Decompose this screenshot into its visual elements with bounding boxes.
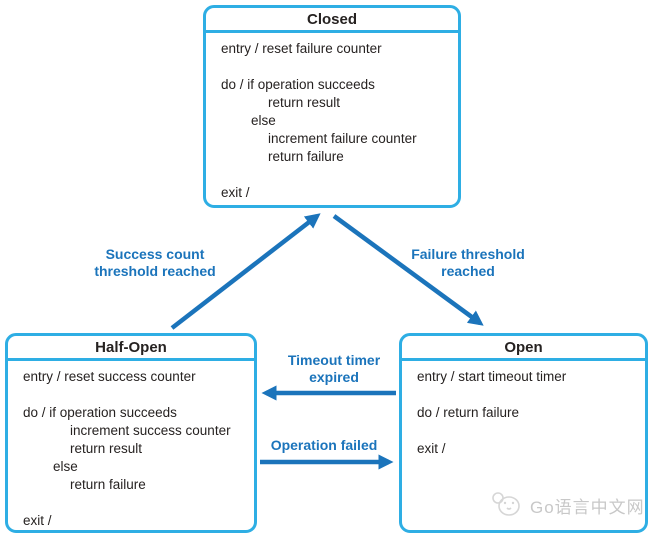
label-line: Failure threshold xyxy=(411,246,525,262)
label-line: Success count xyxy=(105,246,205,262)
do-action-line: return result xyxy=(70,441,143,456)
state-half-open-title: Half-Open xyxy=(8,336,254,361)
label-line: threshold reached xyxy=(94,263,216,279)
do-action-line: else xyxy=(251,113,276,128)
do-action-line: else xyxy=(53,459,78,474)
exit-action-line: exit / xyxy=(23,513,52,528)
exit-action-line: exit / xyxy=(221,185,250,200)
gopher-logo-icon xyxy=(492,492,520,516)
transition-label-timeout-timer: Timeout timer expired xyxy=(262,352,406,386)
state-open-body: entry / start timeout timer do / return … xyxy=(402,361,645,458)
state-closed-title: Closed xyxy=(206,8,458,33)
transition-label-success-count-threshold: Success count threshold reached xyxy=(35,246,275,280)
do-action-line: increment failure counter xyxy=(268,131,417,146)
do-action-line: increment success counter xyxy=(70,423,231,438)
entry-action-line: entry / start timeout timer xyxy=(417,369,567,384)
do-action-line: return result xyxy=(268,95,341,110)
label-line: Timeout timer xyxy=(287,352,381,368)
watermark: Go语言中文网 xyxy=(489,491,645,519)
label-line: Operation failed xyxy=(270,437,378,453)
do-action-line: do / if operation succeeds xyxy=(23,405,177,420)
state-half-open-body: entry / reset success counter do / if op… xyxy=(8,361,254,530)
entry-action-line: entry / reset failure counter xyxy=(221,41,382,56)
do-action-line: return failure xyxy=(268,149,344,164)
transition-label-failure-threshold: Failure threshold reached xyxy=(348,246,588,280)
do-action-line: return failure xyxy=(70,477,146,492)
transition-label-operation-failed: Operation failed xyxy=(234,437,414,454)
state-half-open: Half-Open entry / reset success counter … xyxy=(5,333,257,533)
entry-action-line: entry / reset success counter xyxy=(23,369,196,384)
watermark-text: Go语言中文网 xyxy=(530,497,645,517)
state-open-title: Open xyxy=(402,336,645,361)
label-line: reached xyxy=(441,263,495,279)
label-line: expired xyxy=(309,369,359,385)
exit-action-line: exit / xyxy=(417,441,446,456)
state-open: Open entry / start timeout timer do / re… xyxy=(399,333,648,533)
state-closed-body: entry / reset failure counter do / if op… xyxy=(206,33,458,202)
do-action-line: do / if operation succeeds xyxy=(221,77,375,92)
do-action-line: do / return failure xyxy=(417,405,520,420)
state-closed: Closed entry / reset failure counter do … xyxy=(203,5,461,208)
